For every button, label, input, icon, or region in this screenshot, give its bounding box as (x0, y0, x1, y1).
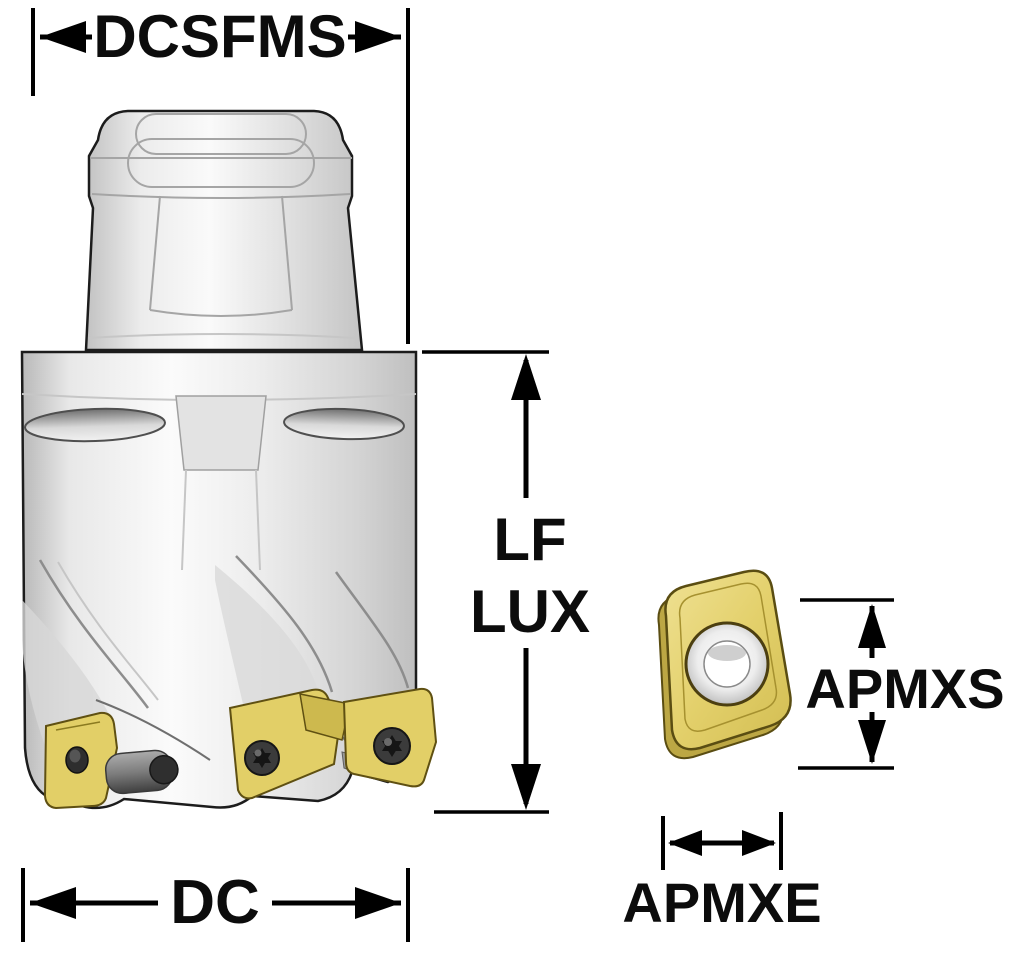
insert-detail (657, 569, 792, 760)
arrow-up-icon (511, 354, 541, 400)
label-apmxe: APMXE (622, 871, 821, 934)
torx-screw-right (373, 727, 411, 765)
arrow-down-icon (511, 764, 541, 810)
milling-cutter (20, 109, 438, 810)
arrow-left-icon (40, 21, 86, 53)
clamp-pin (104, 749, 179, 795)
insert-detail-hole (684, 621, 770, 707)
arrow-right-icon (355, 887, 401, 919)
arrow-right-icon (355, 21, 401, 53)
dim-lf-lux: LF LUX (422, 350, 590, 814)
arrow-right-icon (742, 830, 776, 856)
label-lux: LUX (470, 578, 590, 645)
cutting-inserts (43, 687, 438, 810)
insert-center-facet (299, 693, 351, 741)
label-dcsfms: DCSFMS (93, 3, 346, 70)
arrow-down-icon (858, 720, 886, 764)
wrench-slot-right (283, 407, 405, 441)
cutter-shank (84, 109, 364, 352)
center-boss (175, 395, 267, 471)
label-dc: DC (170, 868, 260, 937)
dim-dc: DC (21, 868, 410, 942)
torx-screw-center (244, 740, 280, 776)
insert-detail-chamfer (678, 582, 778, 732)
wrench-slot-left (24, 407, 166, 443)
dim-apmxe: APMXE (622, 812, 822, 934)
dim-dcsfms: DCSFMS (31, 3, 410, 344)
arrow-left-icon (668, 830, 702, 856)
label-apmxs: APMXS (805, 657, 1004, 720)
dim-apmxs: APMXS (798, 598, 1005, 770)
label-lf: LF (493, 506, 566, 573)
arrow-left-icon (30, 887, 76, 919)
arrow-up-icon (858, 604, 886, 648)
